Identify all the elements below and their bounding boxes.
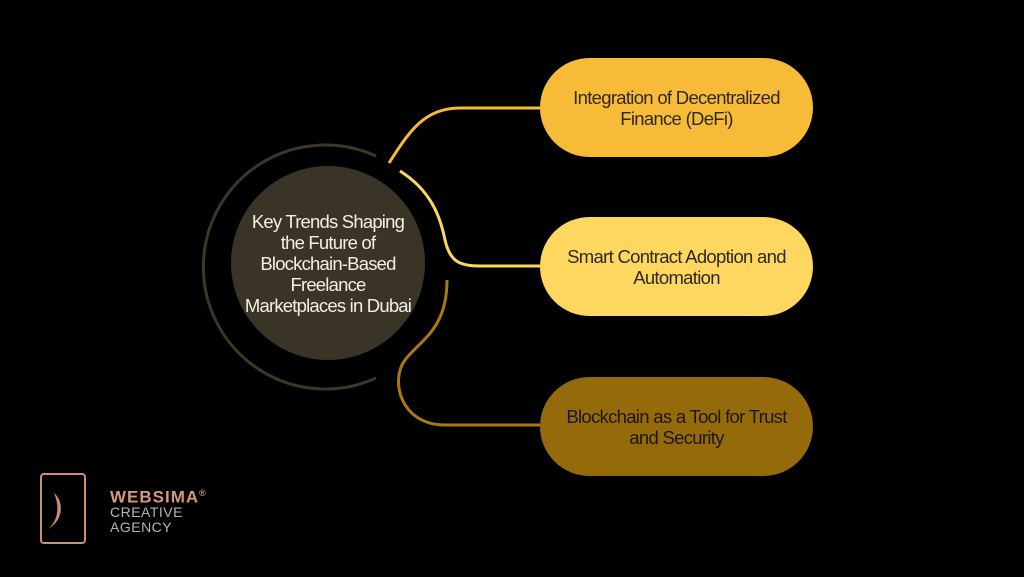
branch-trust-security: Blockchain as a Tool for Trust and Secur… [540, 377, 813, 476]
branch-smart-contract: Smart Contract Adoption and Automation [540, 217, 813, 316]
websima-logo-icon [40, 473, 86, 544]
branch-label: Integration of Decentralized Finance (De… [573, 86, 780, 129]
connector-2 [399, 169, 540, 268]
branch-defi: Integration of Decentralized Finance (De… [540, 58, 813, 157]
brand-line-3: AGENCY [110, 518, 173, 535]
central-topic-title: Key Trends Shaping the Future of Blockch… [244, 210, 412, 316]
central-topic-node: Key Trends Shaping the Future of Blockch… [231, 166, 425, 360]
brand-text: WEBSIMA® CREATIVE AGENCY [110, 486, 207, 535]
registered-mark: ® [199, 488, 207, 498]
connector-3 [397, 279, 540, 427]
connector-1 [387, 106, 540, 164]
outer-ring-arc [201, 143, 377, 391]
branch-label: Smart Contract Adoption and Automation [567, 245, 786, 288]
brand-name: WEBSIMA [110, 487, 200, 507]
brand-line-2: CREATIVE [110, 503, 183, 520]
branch-label: Blockchain as a Tool for Trust and Secur… [566, 405, 787, 448]
